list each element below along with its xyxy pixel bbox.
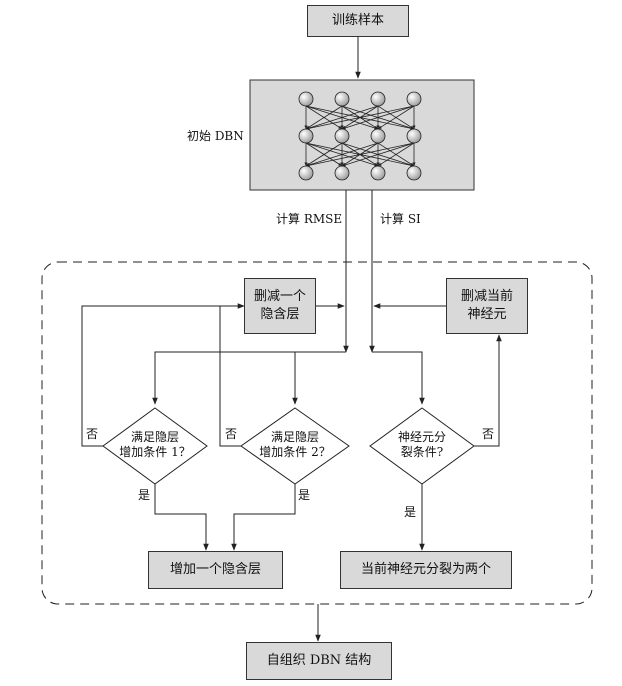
decision-3-text: 神经元分 裂条件? <box>372 430 472 460</box>
split-neuron-box: 当前神经元分裂为两个 <box>340 551 512 589</box>
add-layer-box: 增加一个隐含层 <box>148 551 283 589</box>
decision-1-text: 满足隐层 增加条件 1？ <box>105 430 205 460</box>
dbn-neuron <box>334 128 350 144</box>
result-label: 自组织 DBN 结构 <box>266 653 372 668</box>
edge-cond1-no <box>81 303 245 447</box>
prune-neuron-box: 删减当前 神经元 <box>446 278 528 334</box>
edge-cond3-no <box>474 334 502 447</box>
dbn-connection <box>341 105 415 130</box>
training-samples-box: 训练样本 <box>307 5 409 37</box>
decision-2-text: 满足隐层 增加条件 2？ <box>243 430 347 460</box>
dbn-neuron <box>406 91 422 107</box>
edge-cond2-yes <box>231 484 296 551</box>
self-organizing-region <box>41 261 593 605</box>
dbn-connection <box>377 142 415 167</box>
yes-label-2: 是 <box>298 488 311 502</box>
decision-2-line-1: 满足隐层 <box>270 430 319 444</box>
yes-label-1: 是 <box>138 488 151 502</box>
prune-layer-label-2: 隐含层 <box>260 307 300 322</box>
dbn-connection <box>305 142 379 167</box>
result-box: 自组织 DBN 结构 <box>246 642 392 680</box>
dbn-connection <box>305 142 343 167</box>
dbn-neuron <box>298 165 314 181</box>
dbn-neuron <box>370 165 386 181</box>
split-neuron-label: 当前神经元分裂为两个 <box>360 562 491 577</box>
prune-layer-label-1: 删减一个 <box>253 289 306 304</box>
yes-label-3: 是 <box>404 505 417 519</box>
no-label-2: 否 <box>225 427 238 441</box>
add-layer-label: 增加一个隐含层 <box>169 562 261 577</box>
prune-neuron-label-2: 神经元 <box>467 307 507 322</box>
calc-si-label: 计算 SI <box>380 212 421 226</box>
dbn-connection <box>341 142 415 167</box>
decision-1-line-1: 满足隐层 <box>130 430 179 444</box>
dbn-neuron <box>370 91 386 107</box>
dbn-neuron <box>406 128 422 144</box>
dbn-neuron <box>298 91 314 107</box>
initial-dbn-box <box>249 79 475 191</box>
prune-layer-box: 删减一个 隐含层 <box>244 278 316 334</box>
initial-dbn-label: 初始 DBN <box>187 129 244 143</box>
dbn-neuron <box>406 165 422 181</box>
dbn-neuron <box>334 165 350 181</box>
edge-si-to-cond3 <box>372 351 425 405</box>
dbn-connection <box>305 142 415 167</box>
dbn-neuron <box>298 128 314 144</box>
dbn-connection <box>305 105 415 130</box>
prune-neuron-label-1: 删减当前 <box>460 289 513 304</box>
edge-cond2-no <box>219 306 241 447</box>
dbn-connection <box>305 105 343 130</box>
decision-3-line-1: 神经元分 <box>397 430 446 444</box>
dbn-network-icon <box>298 91 422 181</box>
decision-3-line-2: 裂条件? <box>400 445 444 459</box>
edge-cond1-yes <box>154 484 209 551</box>
calc-rmse-label: 计算 RMSE <box>276 212 343 226</box>
no-label-3: 否 <box>482 427 495 441</box>
decision-2-line-2: 增加条件 2？ <box>259 445 331 459</box>
training-samples-label: 训练样本 <box>331 13 384 28</box>
dbn-neuron <box>334 91 350 107</box>
dbn-connection <box>305 105 379 130</box>
dbn-neuron <box>370 128 386 144</box>
decision-1-line-2: 增加条件 1？ <box>119 445 191 459</box>
dbn-connection <box>377 105 415 130</box>
edge-rmse-branch <box>152 351 346 405</box>
no-label-1: 否 <box>86 427 99 441</box>
